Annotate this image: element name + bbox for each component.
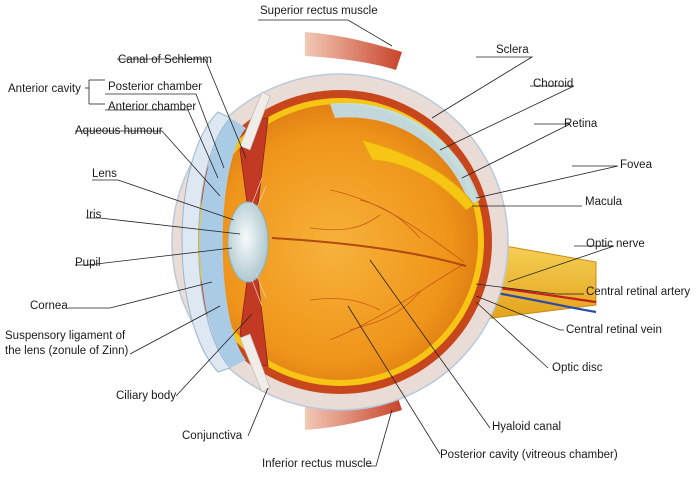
label-central-retinal-vein: Central retinal vein: [566, 324, 662, 336]
label-central-retinal-artery: Central retinal artery: [586, 286, 691, 298]
label-pupil: Pupil: [75, 257, 101, 269]
cornea: [181, 111, 231, 373]
superior-rectus-muscle: [305, 32, 402, 70]
suspensory-ligaments: [251, 177, 267, 307]
label-anterior-cavity: Anterior cavity: [8, 83, 81, 95]
label-ciliary-body: Ciliary body: [116, 390, 177, 402]
label-cornea: Cornea: [30, 300, 68, 312]
label-macula: Macula: [585, 196, 623, 208]
conjunctiva: [239, 91, 271, 151]
label-posterior-cavity: Posterior cavity (vitreous chamber): [440, 449, 618, 461]
label-sclera: Sclera: [496, 44, 529, 56]
label-aqueous-humour: Aqueous humour: [75, 125, 163, 137]
label-suspensory-ligament-line2: the lens (zonule of Zinn): [5, 345, 129, 357]
cut-section: [330, 103, 480, 205]
retinal-vessels: [309, 189, 465, 341]
label-choroid: Choroid: [533, 78, 574, 90]
label-conjunctiva: Conjunctiva: [182, 430, 243, 442]
hyaloid-canal: [271, 237, 467, 267]
label-superior-rectus-muscle: Superior rectus muscle: [260, 5, 378, 17]
label-hyaloid-canal: Hyaloid canal: [492, 421, 562, 433]
label-inferior-rectus-muscle: Inferior rectus muscle: [262, 458, 372, 470]
label-posterior-chamber: Posterior chamber: [108, 81, 202, 93]
label-suspensory-ligament-line1: Suspensory ligament of: [5, 330, 126, 342]
label-fovea: Fovea: [620, 159, 652, 171]
label-retina: Retina: [564, 118, 598, 130]
aqueous-humour: [200, 118, 246, 368]
leader-lines: [68, 19, 619, 467]
label-optic-disc: Optic disc: [552, 362, 603, 374]
vitreous-chamber: [202, 104, 478, 380]
label-iris: Iris: [86, 209, 102, 221]
retina-flap: [361, 139, 475, 211]
lens: [227, 201, 269, 283]
label-canal-of-schlemm: Canal of Schlemm: [118, 54, 212, 66]
label-anterior-chamber: Anterior chamber: [108, 101, 197, 113]
label-optic-nerve: Optic nerve: [586, 238, 645, 250]
label-lens: Lens: [92, 168, 117, 180]
